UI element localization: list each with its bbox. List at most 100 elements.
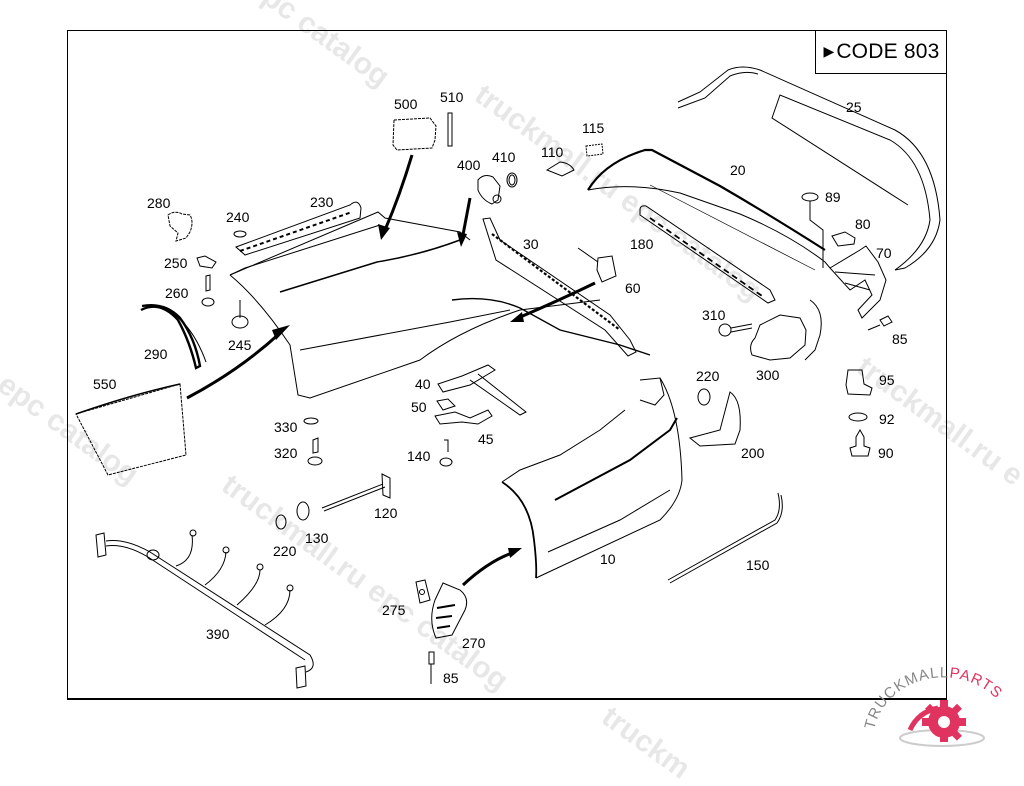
callout-390[interactable]: 390 bbox=[206, 626, 230, 642]
part-50-clip[interactable] bbox=[436, 398, 456, 411]
part-140-screw[interactable] bbox=[439, 439, 453, 467]
part-390-wiring-harness[interactable] bbox=[95, 529, 314, 689]
part-115-clip[interactable] bbox=[585, 143, 604, 157]
part-bumper-left-section[interactable] bbox=[229, 211, 651, 399]
callout-70[interactable]: 70 bbox=[876, 245, 892, 261]
callout-300[interactable]: 300 bbox=[756, 367, 780, 383]
callout-230[interactable]: 230 bbox=[310, 194, 334, 210]
callout-410[interactable]: 410 bbox=[492, 149, 516, 165]
callout-200[interactable]: 200 bbox=[741, 445, 765, 461]
callout-89[interactable]: 89 bbox=[825, 189, 841, 205]
callout-45[interactable]: 45 bbox=[478, 431, 494, 447]
callout-140[interactable]: 140 bbox=[407, 448, 431, 464]
part-400-sensor[interactable] bbox=[477, 175, 502, 205]
part-250-clip-nut[interactable] bbox=[196, 255, 217, 269]
part-330-washer[interactable] bbox=[303, 417, 319, 425]
callout-320[interactable]: 320 bbox=[274, 445, 298, 461]
part-92-washer[interactable] bbox=[848, 412, 868, 422]
callout-150[interactable]: 150 bbox=[746, 557, 770, 573]
part-310-screw[interactable] bbox=[718, 323, 753, 337]
part-90-clip[interactable] bbox=[849, 428, 871, 457]
part-275-clip-nut[interactable] bbox=[415, 579, 431, 604]
part-20-bumper-cover-upper[interactable] bbox=[587, 148, 831, 271]
callout-500[interactable]: 500 bbox=[394, 96, 418, 112]
callout-20[interactable]: 20 bbox=[730, 162, 746, 178]
part-80-clip[interactable] bbox=[831, 231, 856, 247]
callout-275[interactable]: 275 bbox=[382, 602, 406, 618]
callout-90[interactable]: 90 bbox=[878, 445, 894, 461]
callout-25[interactable]: 25 bbox=[846, 99, 862, 115]
callout-280[interactable]: 280 bbox=[147, 195, 171, 211]
part-130-washer[interactable] bbox=[296, 501, 310, 521]
part-85-rivet[interactable] bbox=[867, 315, 893, 331]
callout-510[interactable]: 510 bbox=[440, 89, 464, 105]
part-60-connector[interactable] bbox=[577, 247, 617, 283]
callout-130[interactable]: 130 bbox=[305, 530, 329, 546]
part-245-grommet[interactable] bbox=[231, 300, 249, 329]
part-180-sensor-rail[interactable] bbox=[639, 205, 776, 304]
logo-text-accent: PARTS bbox=[949, 665, 1006, 703]
part-85-rivet[interactable] bbox=[428, 651, 435, 684]
part-270-cover[interactable] bbox=[431, 582, 468, 639]
callout-220[interactable]: 220 bbox=[273, 543, 297, 559]
part-260-screw[interactable] bbox=[201, 274, 215, 307]
callout-260[interactable]: 260 bbox=[165, 285, 189, 301]
code-box: ▶ CODE 803 bbox=[815, 30, 947, 74]
arrowheads bbox=[272, 224, 524, 558]
callout-10[interactable]: 10 bbox=[600, 551, 616, 567]
code-label: CODE 803 bbox=[836, 39, 940, 63]
callout-50[interactable]: 50 bbox=[411, 399, 427, 415]
part-220-nut[interactable] bbox=[275, 514, 287, 530]
diagram-frame bbox=[67, 30, 947, 700]
part-150-trim-strip[interactable] bbox=[667, 492, 783, 584]
gear-icon bbox=[899, 700, 985, 747]
callout-120[interactable]: 120 bbox=[374, 505, 398, 521]
truckmall-parts-logo: TRUCKMALLPARTS bbox=[862, 664, 1006, 747]
part-290-wheel-arch-trim[interactable] bbox=[140, 304, 207, 370]
callout-85[interactable]: 85 bbox=[443, 670, 459, 686]
part-320-bolt[interactable] bbox=[307, 437, 323, 466]
part-89-clip[interactable] bbox=[801, 192, 824, 268]
part-220-nut[interactable] bbox=[697, 388, 711, 406]
part-40-bracket[interactable] bbox=[437, 364, 527, 416]
parts-artwork bbox=[75, 66, 941, 689]
part-240-nut[interactable] bbox=[233, 230, 247, 238]
callout-250[interactable]: 250 bbox=[164, 255, 188, 271]
callout-240[interactable]: 240 bbox=[226, 209, 250, 225]
callout-92[interactable]: 92 bbox=[879, 411, 895, 427]
callout-115[interactable]: 115 bbox=[582, 120, 605, 136]
part-30-guide-rail[interactable] bbox=[482, 217, 637, 357]
part-300-tow-hook-cover[interactable] bbox=[750, 299, 822, 361]
triangle-right-icon: ▶ bbox=[823, 43, 835, 59]
callout-310[interactable]: 310 bbox=[702, 307, 726, 323]
part-510-seal[interactable] bbox=[447, 112, 453, 147]
part-95-retainer[interactable] bbox=[845, 369, 873, 396]
callout-180[interactable]: 180 bbox=[630, 236, 654, 252]
part-230-guide-rail[interactable] bbox=[235, 201, 362, 256]
callout-110[interactable]: 110 bbox=[541, 144, 564, 160]
part-200-bracket[interactable] bbox=[688, 391, 741, 447]
callout-220[interactable]: 220 bbox=[696, 368, 720, 384]
part-70-side-bracket[interactable] bbox=[829, 245, 887, 319]
part-410-ring[interactable] bbox=[506, 172, 518, 188]
part-10-bumper-cover[interactable] bbox=[501, 377, 683, 579]
callout-400[interactable]: 400 bbox=[457, 157, 481, 173]
part-110-clip[interactable] bbox=[545, 161, 575, 177]
part-500-cover-plate[interactable] bbox=[392, 117, 437, 151]
callout-290[interactable]: 290 bbox=[144, 346, 168, 362]
callout-80[interactable]: 80 bbox=[855, 216, 871, 232]
callout-270[interactable]: 270 bbox=[462, 635, 486, 651]
callout-60[interactable]: 60 bbox=[625, 280, 641, 296]
callout-85[interactable]: 85 bbox=[892, 331, 908, 347]
part-550-insulation[interactable] bbox=[75, 383, 187, 476]
callout-550[interactable]: 550 bbox=[93, 376, 117, 392]
part-45-bracket[interactable] bbox=[434, 409, 493, 425]
callout-245[interactable]: 245 bbox=[228, 337, 252, 353]
callout-30[interactable]: 30 bbox=[523, 236, 539, 252]
part-25-trim-strip[interactable] bbox=[677, 66, 941, 271]
callout-40[interactable]: 40 bbox=[415, 376, 431, 392]
callout-330[interactable]: 330 bbox=[274, 419, 298, 435]
part-280-bracket[interactable] bbox=[167, 211, 193, 242]
callout-95[interactable]: 95 bbox=[879, 372, 895, 388]
part-120-bolt[interactable] bbox=[321, 473, 391, 512]
